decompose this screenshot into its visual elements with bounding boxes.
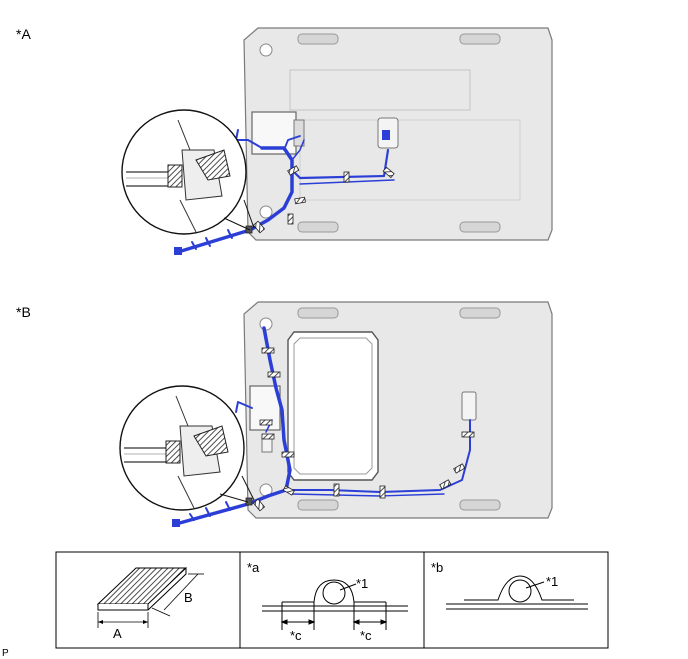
corner-code: P [2,648,9,659]
tape-wrap-figure-b [446,575,588,610]
hatched-tape-icon [282,485,295,496]
panel-a-tag: *a [247,560,260,575]
hatched-tape-icon [287,165,300,176]
dim-b-label: B [184,590,193,605]
hatched-tape-icon [267,371,281,378]
hatched-tape-icon [333,483,340,497]
dim-c-right: *c [360,628,372,643]
hatched-tape-icon [287,213,294,225]
dim-a-label: A [113,626,122,641]
variant-b-label: *B [16,304,31,320]
hatched-tape-icon [453,463,466,474]
hatched-tape-icon [252,498,266,512]
headliner-b [243,301,553,519]
hatched-tape-icon [439,479,452,490]
hatched-tape-icon [261,433,275,440]
variant-a-label: *A [16,26,31,42]
connector-icon [172,519,180,527]
hatched-tape-icon [343,171,350,183]
tape-wrap-figure-a [262,579,408,630]
hatched-tape-icon [281,451,295,458]
connector-icon [174,247,182,255]
magnifier-circle-icon [121,109,255,235]
tape-markers-b [245,347,475,512]
hatched-tape-icon [261,347,275,354]
hatched-tape-icon [259,419,273,426]
callout-1-a: *1 [356,576,368,591]
callout-1-b: *1 [546,574,558,589]
hatched-tape-icon [379,485,386,499]
magnifier-circle-icon [119,385,255,511]
hatched-tape-icon [461,431,475,438]
headliner-a [243,27,553,241]
hatched-tape-icon [252,220,266,234]
connector-icon [382,130,390,140]
dim-c-left: *c [290,628,302,643]
panel-b-tag: *b [431,560,443,575]
hatched-tape-icon [294,196,306,205]
tape-dimension-figure [96,567,204,628]
hatched-tape-icon [382,166,395,179]
